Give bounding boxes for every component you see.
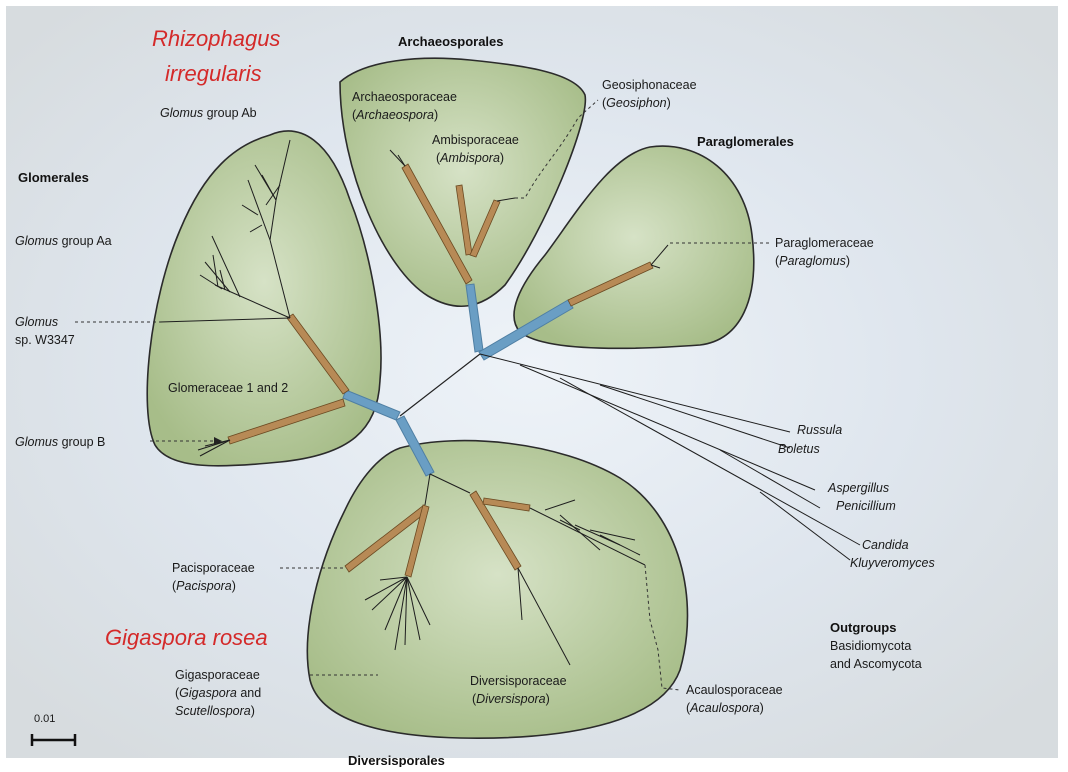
label-diversispora: (Diversispora) — [472, 692, 550, 706]
label-penicillium: Penicillium — [836, 499, 896, 513]
label-basidiomycota: Basidiomycota — [830, 639, 911, 653]
label-candida: Candida — [862, 538, 909, 552]
label-geosiphonaceae: Geosiphonaceae — [602, 78, 697, 92]
label-kluyveromyces: Kluyveromyces — [850, 556, 935, 570]
label-glomus-group-ab: Glomus group Ab — [160, 106, 257, 120]
highlight-irregularis: irregularis — [165, 61, 262, 86]
order-glomerales: Glomerales — [18, 170, 89, 185]
label-glomus-sp-genus: Glomus — [15, 315, 58, 329]
label-paraglomeraceae: Paraglomeraceae — [775, 236, 874, 250]
label-ambisporaceae: Ambisporaceae — [432, 133, 519, 147]
label-ambispora: (Ambispora) — [436, 151, 504, 165]
order-paraglomerales: Paraglomerales — [697, 134, 794, 149]
label-glomeraceae: Glomeraceae 1 and 2 — [168, 381, 288, 395]
label-gigasporaceae: Gigasporaceae — [175, 668, 260, 682]
label-pacisporaceae: Pacisporaceae — [172, 561, 255, 575]
label-pacispora: (Pacispora) — [172, 579, 236, 593]
label-boletus: Boletus — [778, 442, 820, 456]
label-acaulosporaceae: Acaulosporaceae — [686, 683, 783, 697]
order-outgroups: Outgroups — [830, 620, 896, 635]
label-geosiphon: (Geosiphon) — [602, 96, 671, 110]
label-aspergillus: Aspergillus — [827, 481, 889, 495]
label-diversisporaceae: Diversisporaceae — [470, 674, 567, 688]
highlight-rhizophagus: Rhizophagus — [152, 26, 280, 51]
label-paraglomus: (Paraglomus) — [775, 254, 850, 268]
label-glomus-group-b: Glomus group B — [15, 435, 105, 449]
label-gigaspora-and: (Gigaspora and — [175, 686, 261, 700]
scale-bar-label: 0.01 — [34, 713, 55, 725]
label-and-ascomycota: and Ascomycota — [830, 657, 922, 671]
label-glomus-group-aa: Glomus group Aa — [15, 234, 112, 248]
label-glomus-sp-w3347: sp. W3347 — [15, 333, 75, 347]
highlight-gigaspora-rosea: Gigaspora rosea — [105, 625, 268, 650]
label-acaulospora: (Acaulospora) — [686, 701, 764, 715]
label-russula: Russula — [797, 423, 842, 437]
label-scutellospora: Scutellospora) — [175, 704, 255, 718]
label-archaeosporaceae: Archaeosporaceae — [352, 90, 457, 104]
order-archaeosporales: Archaeosporales — [398, 34, 504, 49]
order-diversisporales: Diversisporales — [348, 753, 445, 767]
label-archaeospora: (Archaeospora) — [352, 108, 438, 122]
